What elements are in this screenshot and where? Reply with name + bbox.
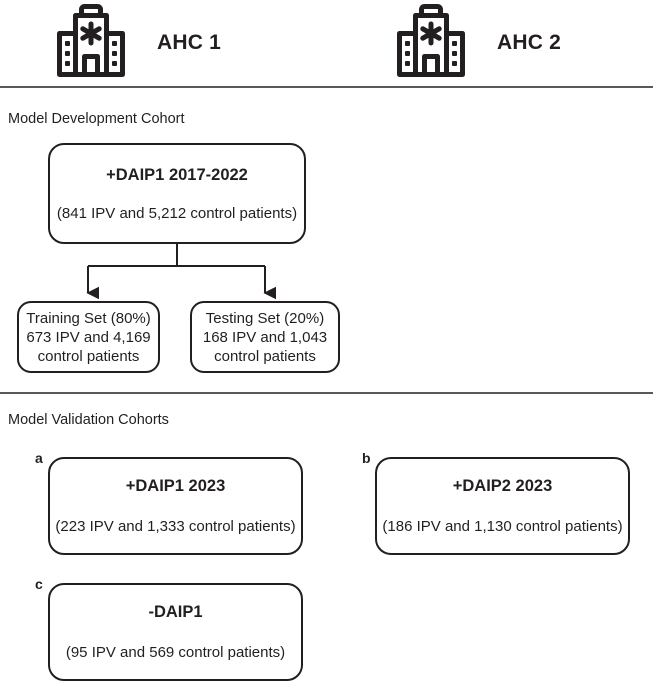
box-title: +DAIP2 2023 xyxy=(452,477,553,495)
box-validation-b[interactable]: +DAIP2 2023 (186 IPV and 1,130 control p… xyxy=(375,457,630,555)
site-header: AHC 1 xyxy=(0,0,653,86)
box-line-3: control patients xyxy=(214,347,316,365)
box-line-1: Testing Set (20%) xyxy=(205,309,325,327)
section-caption-validation: Model Validation Cohorts xyxy=(8,412,169,428)
box-title: -DAIP1 xyxy=(148,603,203,621)
box-line-2: 673 IPV and 4,169 xyxy=(26,328,151,346)
box-title: +DAIP1 2017-2022 xyxy=(106,165,248,184)
box-validation-a[interactable]: +DAIP1 2023 (223 IPV and 1,333 control p… xyxy=(48,457,303,555)
box-line-1: Training Set (80%) xyxy=(26,309,151,327)
section-caption-development: Model Development Cohort xyxy=(8,111,185,127)
box-subtitle: (223 IPV and 1,333 control patients) xyxy=(55,518,296,535)
hospital-icon xyxy=(55,3,127,79)
box-validation-c[interactable]: -DAIP1 (95 IPV and 569 control patients) xyxy=(48,583,303,681)
box-subtitle: (186 IPV and 1,130 control patients) xyxy=(382,518,623,535)
box-development-root[interactable]: +DAIP1 2017-2022 (841 IPV and 5,212 cont… xyxy=(48,143,306,244)
site-label-ahc2: AHC 2 xyxy=(497,31,562,54)
panel-letter-c: c xyxy=(35,576,43,592)
box-testing-set[interactable]: Testing Set (20%) 168 IPV and 1,043 cont… xyxy=(190,301,340,373)
site-block-ahc1: AHC 1 xyxy=(55,0,221,86)
hospital-icon xyxy=(395,3,467,79)
box-subtitle: (95 IPV and 569 control patients) xyxy=(65,644,286,661)
panel-letter-b: b xyxy=(362,450,371,466)
box-line-2: 168 IPV and 1,043 xyxy=(202,328,328,346)
box-line-3: control patients xyxy=(37,347,140,365)
box-title: +DAIP1 2023 xyxy=(125,477,226,495)
box-training-set[interactable]: Training Set (80%) 673 IPV and 4,169 con… xyxy=(17,301,160,373)
panel-letter-a: a xyxy=(35,450,43,466)
site-label-ahc1: AHC 1 xyxy=(157,31,222,54)
box-subtitle: (841 IPV and 5,212 control patients) xyxy=(56,204,298,222)
site-block-ahc2: AHC 2 xyxy=(395,0,561,86)
divider-middle xyxy=(0,392,653,394)
divider-top xyxy=(0,86,653,88)
